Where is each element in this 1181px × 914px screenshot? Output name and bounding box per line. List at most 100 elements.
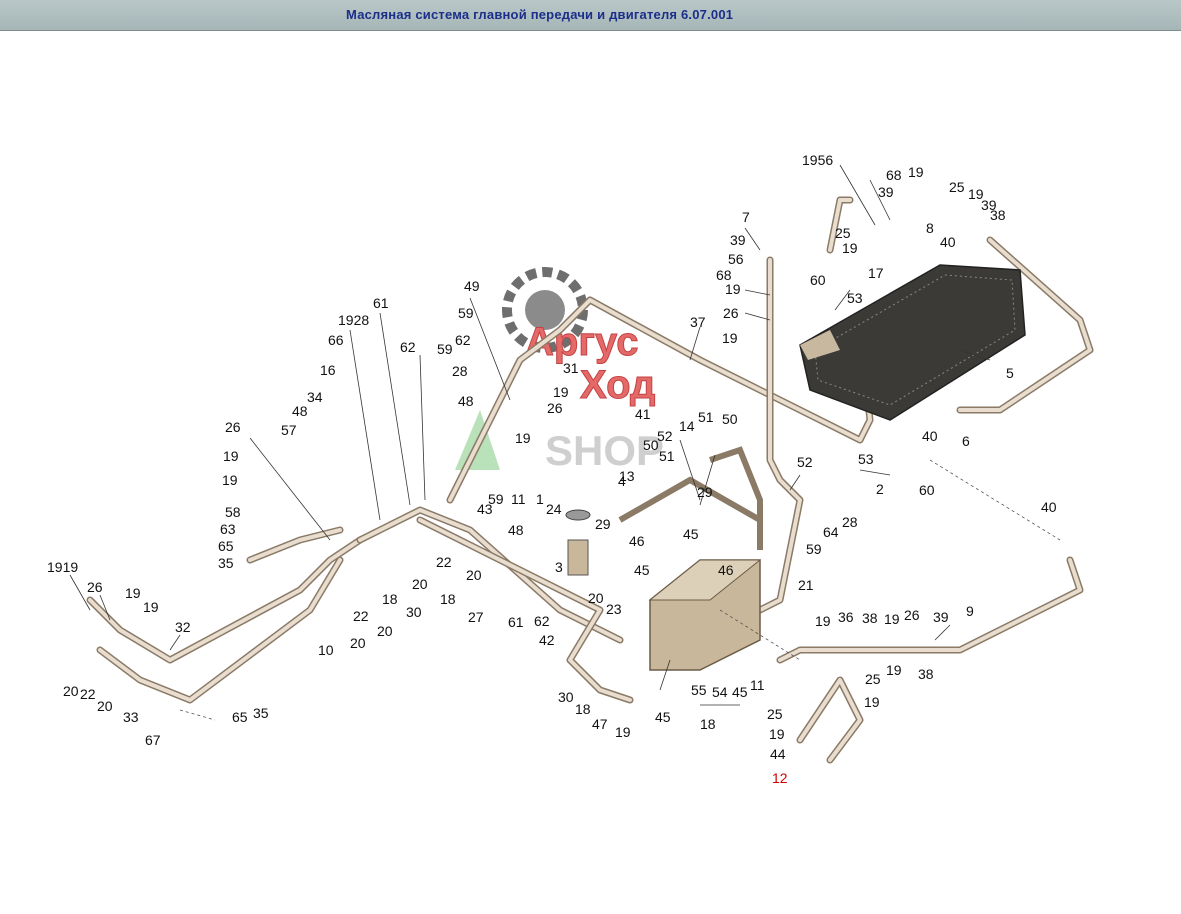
callout-label: 2 (876, 481, 884, 497)
callout-label: 62 (534, 613, 550, 629)
callout-label: 18 (440, 591, 456, 607)
callout-label: 22 (80, 686, 96, 702)
callout-label: 20 (377, 623, 393, 639)
callout-label: 60 (810, 272, 826, 288)
callout-label: 56 (728, 251, 744, 267)
callout-label: 64 (823, 524, 839, 540)
callout-label: 46 (718, 562, 734, 578)
watermark-line3: SHOP (545, 427, 664, 474)
window-title: Масляная система главной передачи и двиг… (346, 7, 734, 22)
callout-label: 54 (712, 684, 728, 700)
callout-label: 67 (145, 732, 161, 748)
callout-label: 35 (218, 555, 234, 571)
callout-label: 21 (798, 577, 814, 593)
callout-label: 45 (655, 709, 671, 725)
callout-label: 19 (968, 186, 984, 202)
callout-label: 50 (722, 411, 738, 427)
callout-label: 51 (659, 448, 675, 464)
filter-element (565, 509, 591, 576)
callout-label: 59 (458, 305, 474, 321)
callout-label: 39 (878, 184, 894, 200)
callout-label: 22 (436, 554, 452, 570)
callout-label: 17 (868, 265, 884, 281)
callout-label: 53 (847, 290, 863, 306)
callout-label: 48 (292, 403, 308, 419)
callout-label: 19 (223, 448, 239, 464)
callout-label: 13 (619, 468, 635, 484)
callout-label: 47 (592, 716, 608, 732)
callout-label: 66 (328, 332, 344, 348)
callout-label: 19 (515, 430, 531, 446)
callout-label: 48 (508, 522, 524, 538)
callout-label: 28 (842, 514, 858, 530)
callout-label: 38 (990, 207, 1006, 223)
callout-label: 34 (307, 389, 323, 405)
callout-label: 19 (143, 599, 159, 615)
callout-label: 55 (691, 682, 707, 698)
callout-label: 65 (218, 538, 234, 554)
callout-label: 20 (63, 683, 79, 699)
callout-label: 23 (606, 601, 622, 617)
callout-label: 53 (858, 451, 874, 467)
callout-label: 48 (458, 393, 474, 409)
callout-label: 1956 (802, 152, 833, 168)
callout-label: 37 (690, 314, 706, 330)
callout-label: 45 (634, 562, 650, 578)
callout-label: 16 (320, 362, 336, 378)
callout-label: 26 (904, 607, 920, 623)
callout-label: 25 (865, 671, 881, 687)
callout-label: 58 (225, 504, 241, 520)
callout-label: 20 (97, 698, 113, 714)
callout-label: 35 (253, 705, 269, 721)
callout-label: 3 (555, 559, 563, 575)
callout-label: 19 (886, 662, 902, 678)
callout-label: 52 (797, 454, 813, 470)
callout-label: 20 (466, 567, 482, 583)
callout-label: 19 (815, 613, 831, 629)
callout-label: 30 (558, 689, 574, 705)
callout-label: 26 (723, 305, 739, 321)
callout-label: 27 (468, 609, 484, 625)
callout-label: 51 (698, 409, 714, 425)
callout-label: 31 (563, 360, 579, 376)
callout-label: 10 (318, 642, 334, 658)
callout-label: 19 (842, 240, 858, 256)
callout-label: 26 (225, 419, 241, 435)
callout-label: 39 (981, 197, 997, 213)
callout-label: 43 (477, 501, 493, 517)
callout-label: 20 (588, 590, 604, 606)
callout-label: 59 (806, 541, 822, 557)
callout-label: 44 (770, 746, 786, 762)
oil-system-diagram: Аргус Ход SHOP (47, 152, 1094, 786)
callout-label: 9 (966, 603, 974, 619)
callout-label: 7 (742, 209, 750, 225)
callout-label: 52 (657, 428, 673, 444)
callout-label: 68 (716, 267, 732, 283)
diagram-canvas[interactable]: Аргус Ход SHOP (0, 31, 1181, 909)
oil-tank (618, 446, 763, 671)
callout-label: 19 (864, 694, 880, 710)
callout-label: 11 (750, 677, 765, 693)
callout-label: 28 (452, 363, 468, 379)
callout-label: 26 (87, 579, 103, 595)
pipes (86, 196, 1094, 764)
callout-label: 1919 (47, 559, 78, 575)
watermark: Аргус Ход SHOP (455, 267, 664, 474)
callout-label: 62 (455, 332, 471, 348)
callout-label: 61 (373, 295, 389, 311)
callout-label: 18 (575, 701, 591, 717)
callout-label: 19 (884, 611, 900, 627)
callout-label: 46 (629, 533, 645, 549)
callout-label: 65 (232, 709, 248, 725)
callout-label: 14 (679, 418, 695, 434)
callout-label: 18 (382, 591, 398, 607)
callout-label: 38 (862, 610, 878, 626)
callout-label: 1 (536, 491, 544, 507)
callout-label: 19 (725, 281, 741, 297)
callout-label: 19 (553, 384, 569, 400)
callout-label: 57 (281, 422, 297, 438)
callout-label: 40 (940, 234, 956, 250)
callout-label: 25 (767, 706, 783, 722)
title-bar: Масляная система главной передачи и двиг… (0, 0, 1181, 31)
callout-label: 24 (546, 501, 562, 517)
